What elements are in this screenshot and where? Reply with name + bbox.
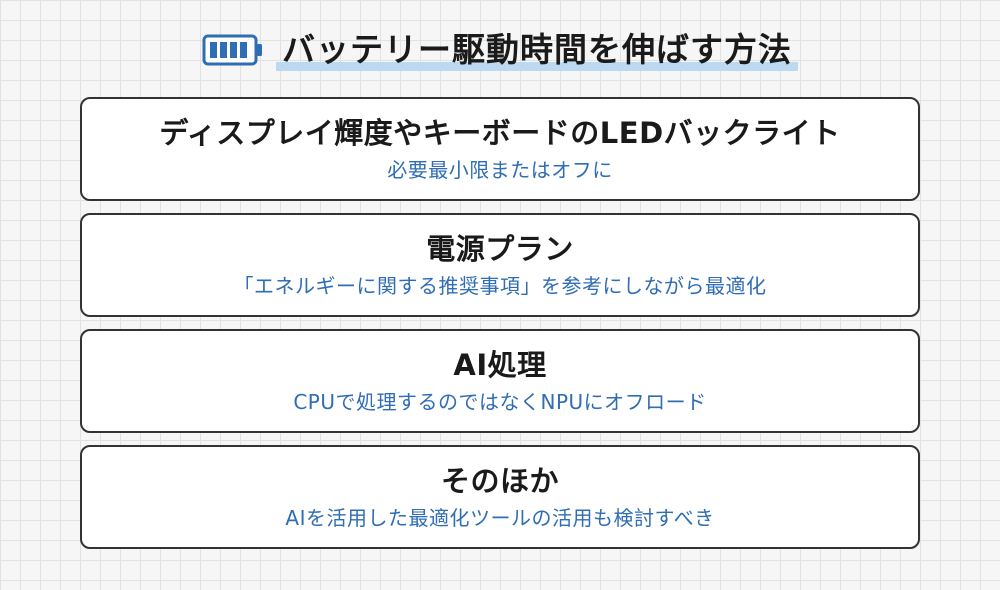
tip-title: そのほか (440, 464, 559, 498)
page-header: バッテリー駆動時間を伸ばす方法 (0, 22, 1000, 78)
tips-list: ディスプレイ輝度やキーボードのLEDバックライト 必要最小限またはオフに 電源プ… (80, 97, 920, 561)
tip-description: AIを活用した最適化ツールの活用も検討すべき (285, 506, 715, 530)
tip-card-ai-processing: AI処理 CPUで処理するのではなくNPUにオフロード (80, 329, 920, 433)
title-highlight: バッテリー駆動時間を伸ばす方法 (276, 27, 798, 73)
page-title: バッテリー駆動時間を伸ばす方法 (282, 30, 792, 69)
tip-title: AI処理 (453, 348, 547, 382)
tip-card-display: ディスプレイ輝度やキーボードのLEDバックライト 必要最小限またはオフに (80, 97, 920, 201)
battery-full-icon (202, 34, 262, 66)
tip-description: 「エネルギーに関する推奨事項」を参考にしながら最適化 (233, 274, 767, 298)
tip-card-power-plan: 電源プラン 「エネルギーに関する推奨事項」を参考にしながら最適化 (80, 213, 920, 317)
tip-title: 電源プラン (426, 232, 574, 266)
tip-description: 必要最小限またはオフに (387, 158, 613, 182)
tip-card-other: そのほか AIを活用した最適化ツールの活用も検討すべき (80, 445, 920, 549)
tip-title: ディスプレイ輝度やキーボードのLEDバックライト (159, 116, 841, 150)
tip-description: CPUで処理するのではなくNPUにオフロード (293, 390, 707, 414)
